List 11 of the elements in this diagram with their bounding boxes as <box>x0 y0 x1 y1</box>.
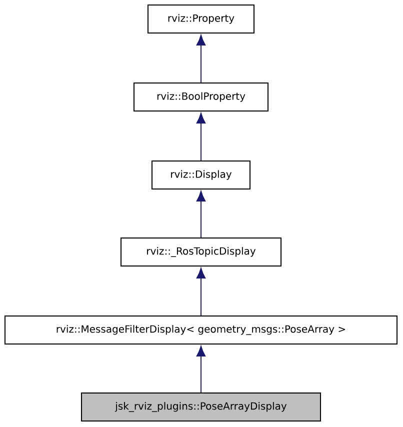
inheritance-arrow <box>196 268 206 316</box>
class-box: rviz::BoolProperty <box>134 82 268 112</box>
class-box: rviz::MessageFilterDisplay< geometry_msgs::PoseArray > <box>4 316 398 344</box>
inheritance-arrow <box>196 346 206 393</box>
inheritance-arrow <box>196 190 206 238</box>
inheritance-arrow <box>196 112 206 161</box>
class-box: rviz::Property <box>148 4 254 34</box>
class-box: rviz::_RosTopicDisplay <box>120 238 282 266</box>
class-box: rviz::Display <box>152 160 250 190</box>
class-box: jsk_rviz_plugins::PoseArrayDisplay <box>81 392 321 422</box>
inheritance-arrow <box>196 34 206 83</box>
